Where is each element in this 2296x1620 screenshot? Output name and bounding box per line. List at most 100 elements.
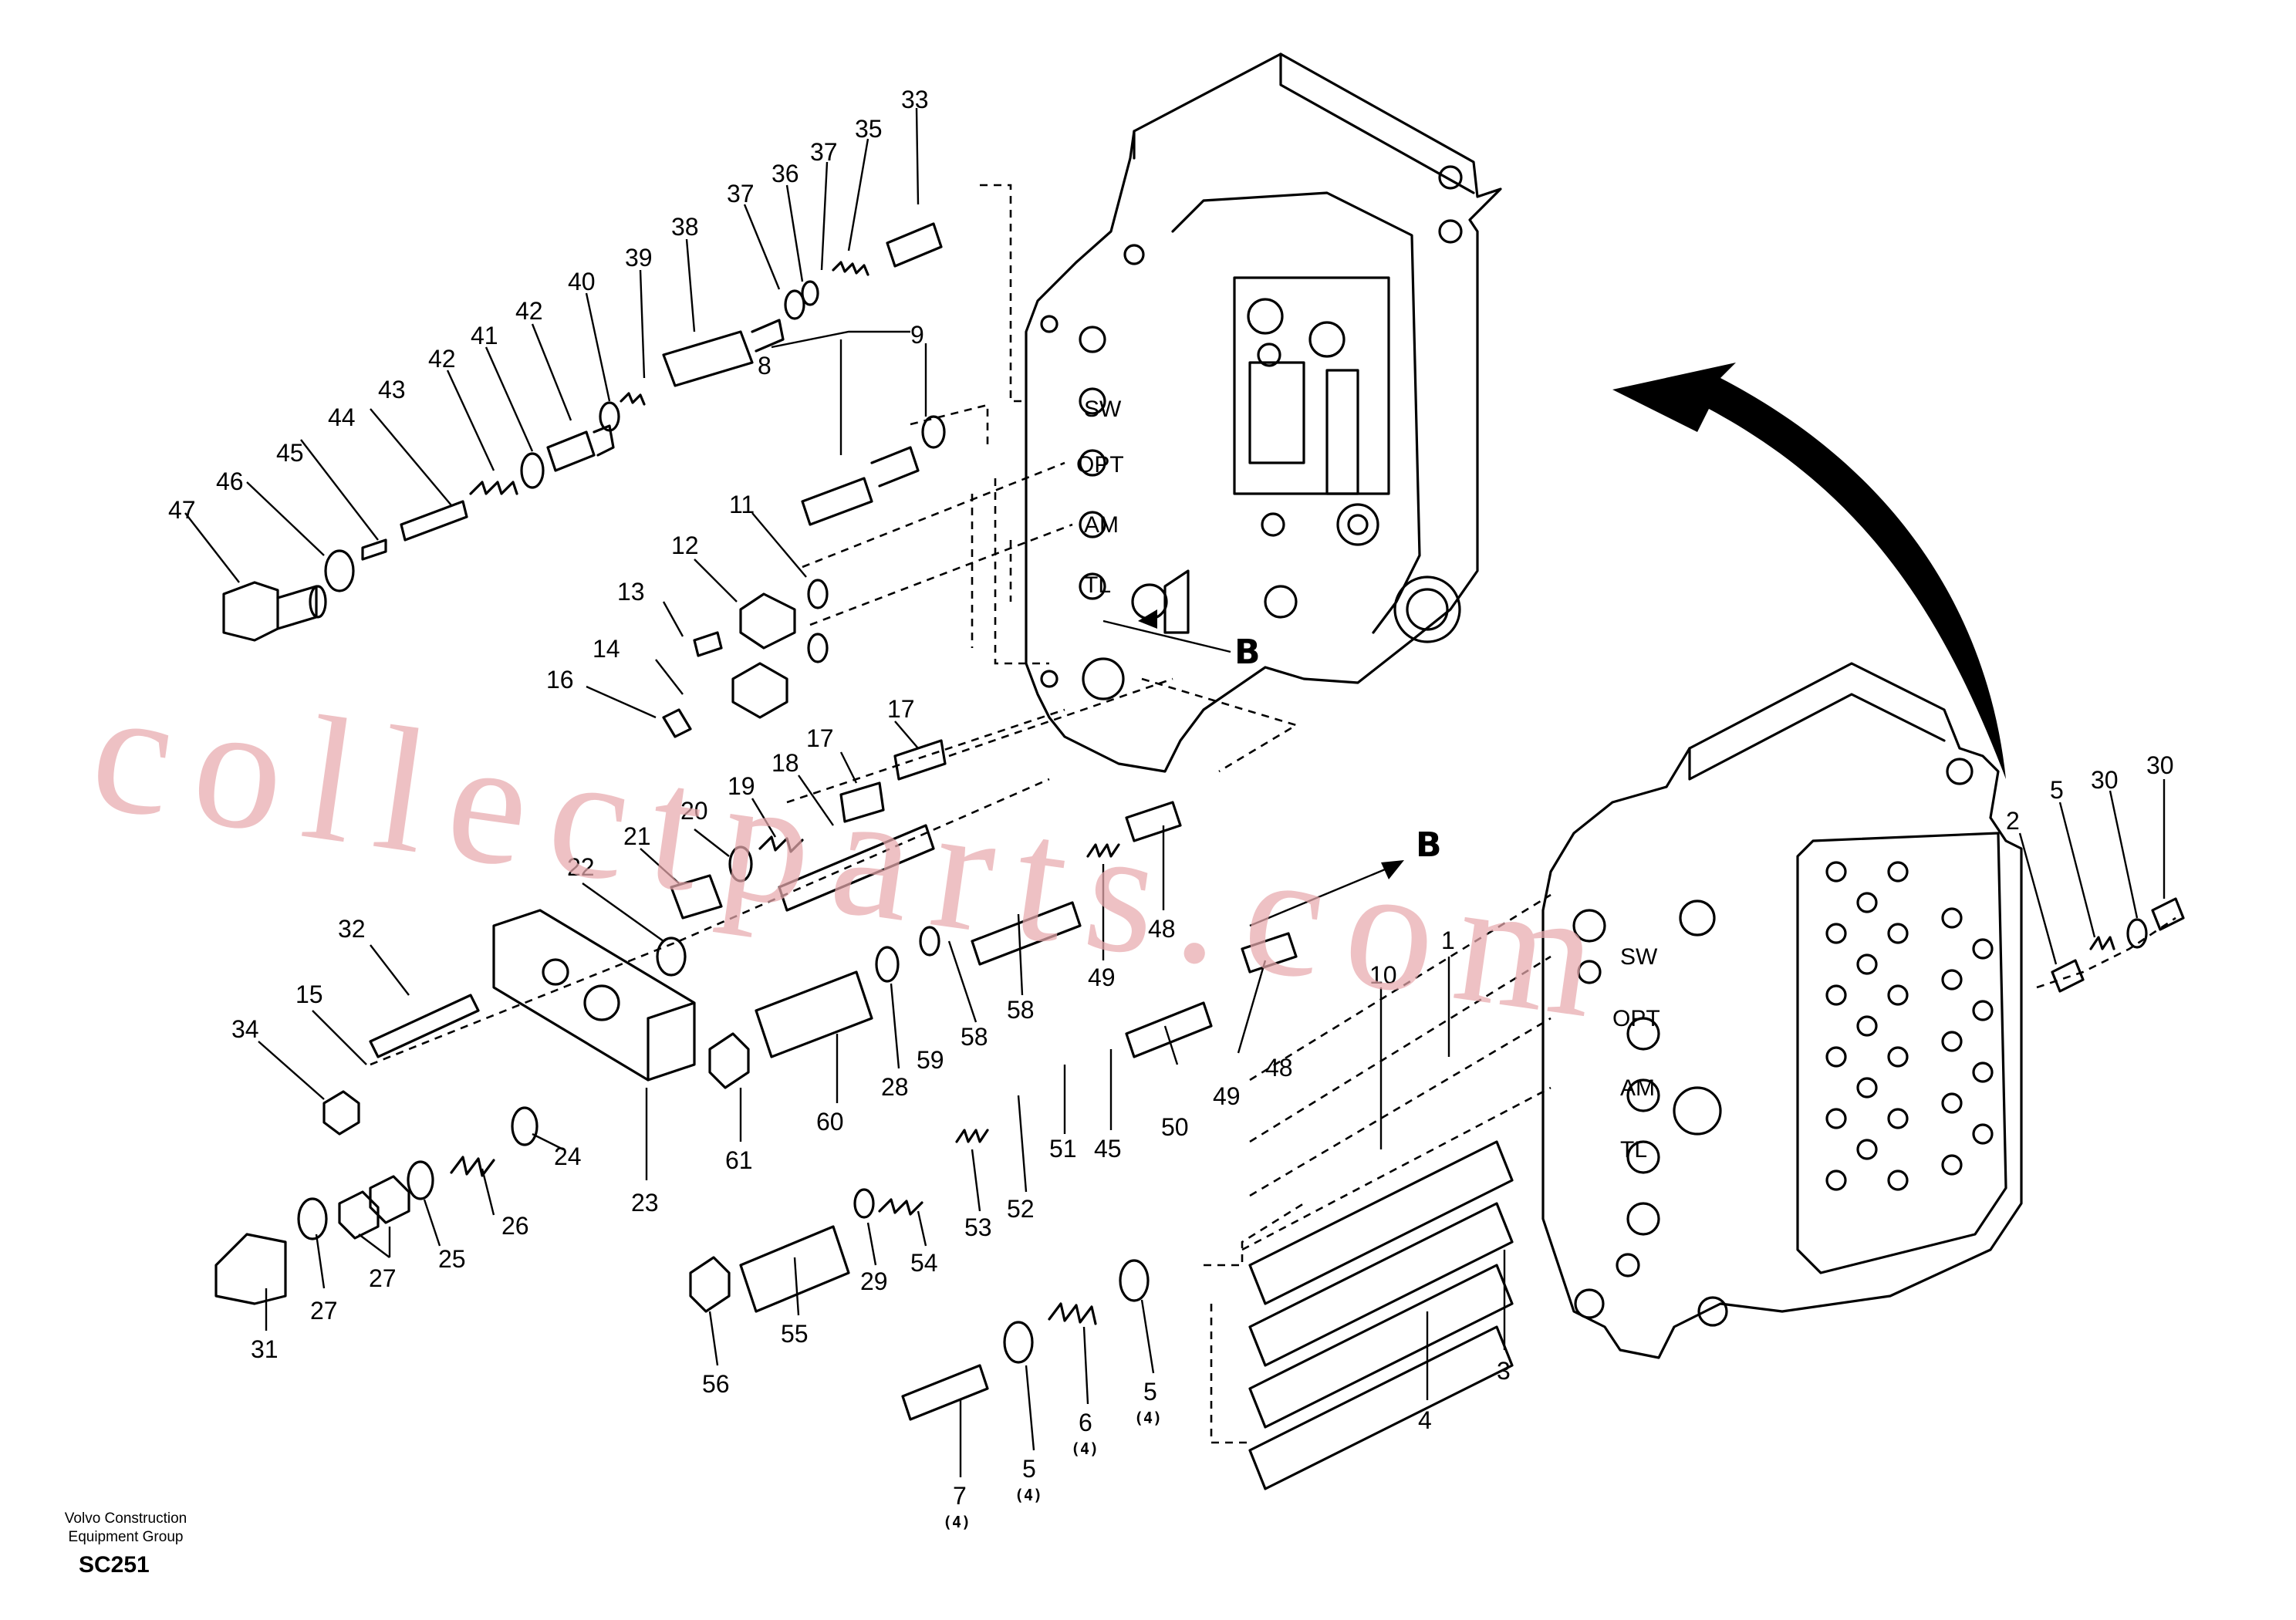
callout-38: 38 [671,213,699,241]
callout-49a: 49 [1088,964,1116,991]
callout-37b: 37 [727,180,755,208]
callout-numbers: 33 35 37 36 37 38 39 40 42 41 42 43 44 4… [168,86,2174,1531]
callout-36: 36 [772,160,799,187]
o-ring-25 [656,937,687,977]
callout-30b: 28 [881,1073,909,1101]
callout-51a: 51 [1049,1135,1077,1163]
callout-12: 9 [910,321,924,349]
washer-27b [511,1106,539,1146]
spring-35 [832,261,869,276]
callout-50: 50 [1161,1113,1189,1141]
spring-9 [2089,936,2115,950]
callout-56: 56 [702,1370,730,1398]
callout-13: 30 [2146,751,2174,779]
spool-21 [778,824,935,912]
plug-8 [2051,959,2085,993]
callout-34: 33 [901,86,929,113]
callout-11: 8 [758,352,772,380]
qty-6: (4) [1071,1439,1099,1458]
callout-23: 20 [680,797,708,825]
callout-42b: 42 [428,345,456,373]
spring-22 [758,835,804,853]
spool-2 [1248,1202,1514,1367]
spool-1 [1248,1140,1514,1305]
callout-61: 61 [725,1146,753,1174]
plug-31 [214,1233,287,1305]
callout-7: 7 [953,1482,967,1510]
plug-56 [689,1256,731,1313]
ring-36 [801,280,819,306]
callout-44: 44 [328,403,356,431]
plug-61 [708,1032,750,1089]
spring-43 [469,481,518,495]
cover-26 [492,909,696,1082]
spring-39 [620,392,646,406]
callout-46: 46 [216,467,244,495]
qty-7: (4) [943,1513,971,1531]
port-label-am-lower: AM [1620,1075,1655,1101]
o-ring-30b [853,1188,875,1219]
callout-27a: 24 [554,1142,582,1170]
sleeve-20 [839,781,885,823]
upper-valve-block [1025,52,1502,773]
plug-19 [893,739,947,781]
flange-15b [731,662,788,719]
spool-4-a [1248,1325,1514,1490]
callout-39: 39 [625,244,653,272]
footer-code: SC251 [79,1552,150,1578]
plug-18 [662,708,692,738]
o-ring-23 [728,845,753,883]
plug-24 [670,874,723,920]
callout-26: 23 [631,1189,659,1217]
callout-22: 19 [728,772,755,800]
callout-29: 27 [369,1264,397,1292]
callout-48b: 48 [1265,1054,1293,1082]
nut-29 [338,1190,380,1240]
o-ring-30 [297,1197,328,1240]
leader-lines [184,107,2166,1477]
callout-41: 41 [471,322,498,349]
o-ring-42 [520,452,545,489]
port-labels-lower: SW OPT AM TL [1612,944,1660,1163]
port-label-sw-upper: SW [1084,397,1122,422]
qty-5b: (4) [1134,1409,1162,1427]
lower-valve-block [1541,662,2023,1359]
plug-13 [2151,897,2185,931]
callout-45a: 45 [276,439,304,467]
seat-5b [1119,1259,1150,1302]
callout-9: 5 [2050,776,2064,804]
spool-57 [971,901,1082,966]
o-ring-12 [921,415,946,449]
port-label-opt-upper: OPT [1076,452,1124,478]
o-ring-40 [599,401,620,432]
callout-6: 6 [1079,1409,1092,1436]
callout-42a: 42 [515,297,543,325]
port-label-tl-lower: TL [1620,1137,1647,1163]
o-ring-37 [784,289,805,320]
callout-21: 18 [772,749,799,777]
port-label-opt-lower: OPT [1612,1006,1660,1031]
callout-55: 55 [781,1320,809,1348]
pin-45 [361,538,387,561]
seat-5 [1003,1321,1034,1364]
callout-19: 17 [887,695,915,723]
footer-company: Volvo Construction Equipment Group [64,1510,187,1545]
screw-16 [693,631,723,657]
sleeve-60 [755,970,873,1058]
piston-38 [662,319,785,387]
callout-18: 16 [546,666,574,694]
callout-52: 52 [1007,1195,1035,1223]
callout-45b: 45 [1094,1135,1122,1163]
plug-34 [886,222,943,268]
callout-15: 12 [671,532,699,559]
callout-37a: 37 [810,138,838,166]
callout-28: 26 [501,1212,529,1240]
callout-2: 10 [1369,961,1397,989]
callout-4: 4 [1418,1406,1432,1434]
plug-48b [1241,932,1298,974]
o-ring-14b [807,633,829,663]
callout-5a: 5 [1022,1455,1036,1483]
rotation-arrow [1612,363,2006,779]
callout-24: 21 [623,822,651,850]
